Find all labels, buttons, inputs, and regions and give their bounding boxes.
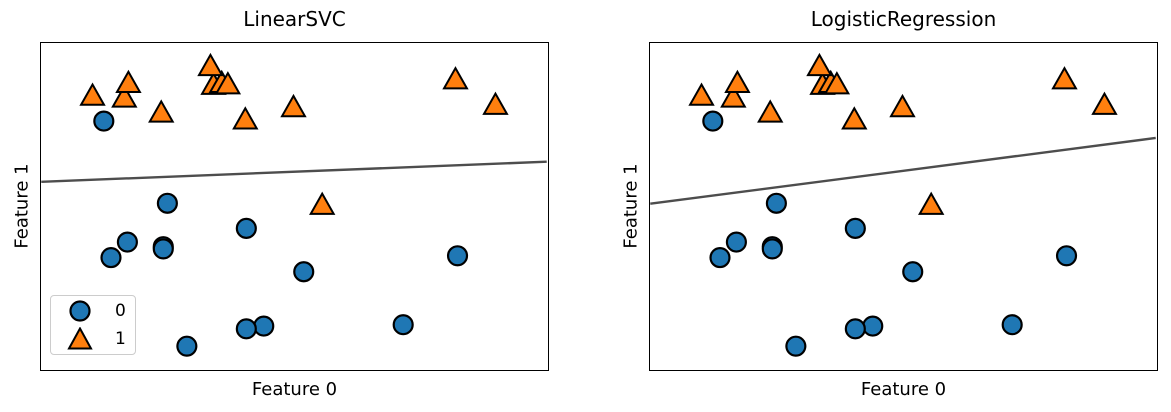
marker-triangle-class1 [1051, 66, 1078, 90]
legend: 0 1 [50, 295, 136, 355]
marker-circle-class0 [785, 335, 807, 357]
marker-triangle-class1 [232, 106, 259, 130]
plot-canvas-linearsvc [41, 52, 547, 357]
marker-circle-class0 [93, 110, 115, 132]
marker-circle-class0 [152, 238, 174, 260]
marker-triangle-class1 [757, 99, 784, 123]
marker-triangle-class1 [280, 93, 307, 118]
decision-boundary-line [41, 160, 547, 183]
legend-marker-circle-icon [67, 299, 93, 323]
x-axis-label-linearsvc: Feature 0 [251, 379, 338, 400]
marker-triangle-class1 [482, 91, 509, 115]
y-axis-label-linearsvc: Feature 1 [11, 163, 33, 249]
marker-circle-class0 [761, 238, 783, 260]
marker-circle-class0 [293, 261, 315, 283]
marker-triangle-class1 [841, 106, 868, 130]
marker-triangle-class1 [197, 52, 224, 77]
subplot-logisticregression: LogisticRegression Feature 0 Feature 1 [586, 0, 1171, 412]
marker-circle-class0 [156, 192, 178, 214]
marker-circle-class0 [235, 318, 257, 340]
marker-circle-class0 [725, 231, 747, 253]
marker-circle-class0 [392, 314, 414, 336]
marker-triangle-class1 [115, 69, 142, 93]
marker-circle-class0 [1055, 245, 1078, 267]
marker-circle-class0 [116, 231, 138, 253]
marker-triangle-class1 [823, 71, 851, 95]
y-axis-label-logisticregression: Feature 1 [620, 163, 642, 249]
marker-circle-class0 [902, 261, 924, 283]
legend-item-class0: 0 [51, 297, 135, 325]
marker-triangle-class1 [214, 71, 242, 95]
legend-label-class1: 1 [115, 329, 126, 349]
marker-triangle-class1 [79, 82, 106, 106]
marker-circle-class0 [709, 247, 731, 269]
marker-circle-class0 [100, 247, 122, 269]
plot-canvas-logisticregression [650, 52, 1156, 357]
marker-triangle-class1 [918, 191, 945, 215]
marker-triangle-class1 [724, 69, 751, 93]
plot-area-logisticregression [649, 42, 1158, 371]
marker-triangle-class1 [442, 66, 469, 90]
marker-circle-class0 [702, 110, 724, 132]
marker-triangle-class1 [309, 191, 336, 215]
subplot-linearsvc: LinearSVC 0 [0, 0, 585, 412]
marker-circle-class0 [862, 315, 884, 337]
decision-boundary-line [650, 136, 1156, 205]
marker-triangle-class1 [688, 82, 715, 106]
subplot-title-linearsvc: LinearSVC [243, 7, 346, 31]
marker-triangle-class1 [889, 93, 916, 118]
marker-circle-class0 [765, 192, 787, 214]
marker-circle-class0 [235, 217, 257, 239]
marker-triangle-class1 [806, 52, 833, 77]
marker-circle-class0 [446, 245, 469, 267]
marker-circle-class0 [253, 315, 275, 337]
plot-area-linearsvc: 0 1 [40, 42, 549, 371]
marker-triangle-class1 [1091, 91, 1118, 115]
legend-label-class0: 0 [115, 301, 126, 321]
legend-item-class1: 1 [51, 325, 135, 353]
marker-triangle-class1 [111, 84, 138, 108]
marker-circle-class0 [844, 318, 866, 340]
legend-marker-triangle-icon [67, 326, 93, 351]
marker-circle-class0 [176, 335, 198, 357]
marker-circle-class0 [1001, 314, 1023, 336]
marker-triangle-class1 [148, 99, 175, 123]
marker-circle-class0 [844, 217, 866, 239]
x-axis-label-logisticregression: Feature 0 [860, 379, 947, 400]
marker-triangle-class1 [720, 84, 747, 108]
subplot-title-logisticregression: LogisticRegression [810, 7, 997, 31]
